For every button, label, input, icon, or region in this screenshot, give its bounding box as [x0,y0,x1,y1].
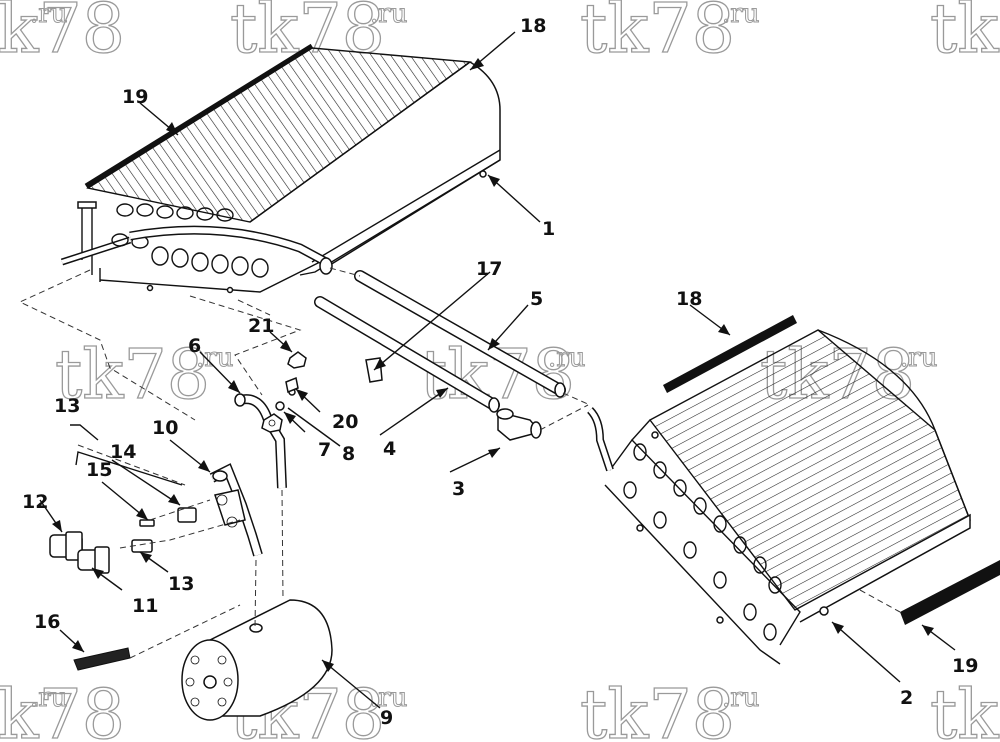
manifold [209,463,263,557]
callout-11: 11 [132,595,158,617]
callout-6: 6 [188,335,201,357]
watermark-suffix: .ru [30,683,67,713]
assembly-lines [18,267,901,659]
callouts: 18 19 1 17 5 18 21 6 20 7 8 4 3 10 13 14… [22,15,978,729]
callout-13-upper: 13 [54,395,80,417]
callout-18-lower: 18 [676,288,702,310]
callout-21: 21 [248,315,274,337]
watermark-suffix: .ru [722,683,759,713]
watermark-suffix: .ru [196,343,233,373]
fasteners [261,351,307,433]
watermark-text: tk78 [55,336,210,415]
callout-4: 4 [383,438,396,460]
tee-fitting [496,408,542,441]
watermark-suffix: .ru [548,343,585,373]
callout-2: 2 [900,687,913,709]
watermark-text: tk78 [0,676,125,742]
tubes [314,270,566,413]
accumulator [181,599,333,721]
callout-19-lower: 19 [952,655,978,677]
watermark-suffix: .ru [370,683,407,713]
callout-9: 9 [380,707,393,729]
watermark-suffix: .ru [900,343,937,373]
callout-19-upper: 19 [122,86,148,108]
watermark-text: tk78 [930,676,1000,742]
callout-1: 1 [542,218,555,240]
callout-12: 12 [22,491,48,513]
callout-16: 16 [34,611,60,633]
callout-10: 10 [152,417,178,439]
callout-3: 3 [452,478,465,500]
callout-18-upper: 18 [520,15,546,37]
coil-lower [587,329,971,665]
watermark-suffix: .ru [370,0,407,29]
callout-15: 15 [86,459,112,481]
callout-20: 20 [332,411,358,433]
seal-strips [663,315,1000,625]
leader-lines [39,31,956,709]
callout-8: 8 [342,443,355,465]
watermark-text: tk78 [930,0,1000,69]
elbow-pipe [234,393,287,489]
callout-13-lower: 13 [168,573,194,595]
callout-5: 5 [530,288,543,310]
callout-17: 17 [476,258,502,280]
watermark-suffix: .ru [30,0,67,29]
watermark-text: tk78 [580,676,735,742]
callout-7: 7 [318,439,331,461]
watermark-suffix: .ru [722,0,759,29]
watermark-text: tk78 [0,0,125,69]
callout-14: 14 [110,441,136,463]
watermark-text: tk78 [580,0,735,69]
coil-upper [60,43,501,294]
fittings [49,507,197,574]
